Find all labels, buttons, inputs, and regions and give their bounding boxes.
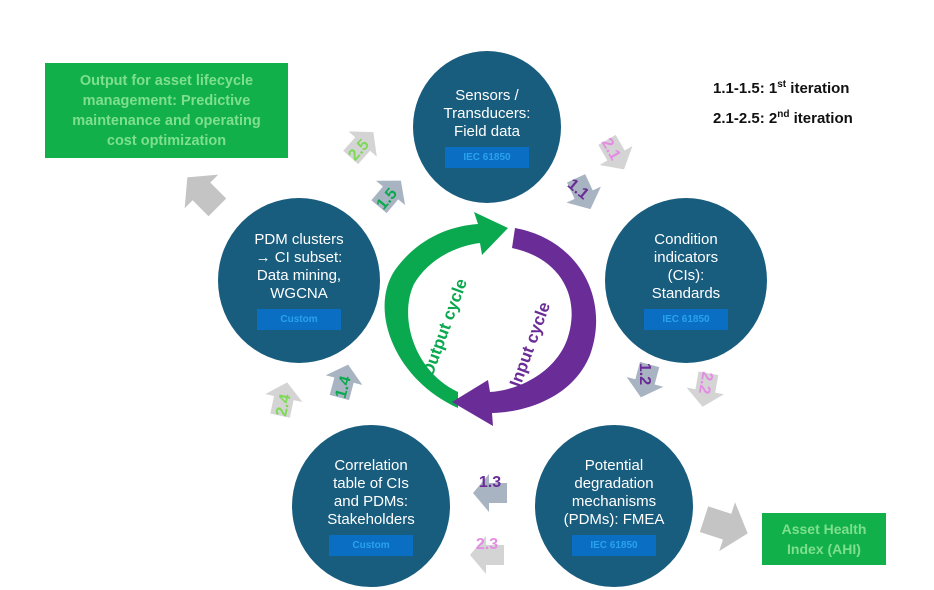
step-arrow-2-4: 2.4 [261, 378, 306, 420]
step-arrow-2-1: 2.1 [590, 130, 641, 179]
node-correlation-table-standard-tag: Custom [329, 534, 413, 556]
node-correlation-table: Correlation table of CIs and PDMs: Stake… [292, 425, 450, 587]
svg-text:1.2: 1.2 [636, 363, 653, 385]
output-cycle-arrow [384, 212, 508, 408]
step-arrow-1-4: 1.4 [321, 359, 367, 403]
lifecycle-output-box: Output for asset lifecycle management: P… [45, 63, 288, 158]
step-arrow-1-5: 1.5 [364, 168, 416, 219]
node-condition-indicators-standard-tag: IEC 61850 [644, 309, 728, 330]
svg-text:1.3: 1.3 [479, 474, 501, 491]
step-arrow-2-5: 2.5 [336, 119, 388, 171]
node-sensors-label: Sensors / Transducers: Field data [443, 86, 531, 140]
svg-text:2.3: 2.3 [476, 536, 498, 553]
arrow-to-lifecycle-output [170, 160, 235, 225]
svg-text:2.4: 2.4 [273, 393, 294, 418]
node-degradation-mechanisms: Potential degradation mechanisms (PDMs):… [535, 425, 693, 587]
node-sensors-standard-tag: IEC 61850 [445, 146, 529, 168]
node-condition-indicators: Condition indicators (CIs): Standards IE… [605, 198, 767, 363]
legend-iteration-1: 1.1-1.5: 1st iteration [713, 79, 850, 97]
step-arrow-1-2: 1.2 [622, 359, 668, 403]
output-cycle-label: Output cycle [418, 276, 471, 379]
svg-text:2.2: 2.2 [695, 370, 716, 395]
node-pdm-clusters-standard-tag: Custom [257, 309, 341, 330]
step-arrow-1-1: 1.1 [558, 170, 608, 218]
step-arrow-2-3: 2.3 [470, 536, 504, 574]
node-pdm-clusters-label: PDM clusters → CI subset: Data mining, W… [254, 231, 344, 302]
legend-iteration-2: 2.1-2.5: 2nd iteration [713, 109, 853, 127]
svg-text:1.4: 1.4 [333, 374, 355, 400]
node-condition-indicators-label: Condition indicators (CIs): Standards [651, 231, 721, 302]
iteration-legend: 1.1-1.5: 1st iteration 2.1-2.5: 2nd iter… [713, 72, 853, 132]
arrow-to-ahi-output [696, 494, 756, 558]
step-arrow-2-2: 2.2 [683, 369, 728, 410]
ahi-output-box: Asset Health Index (AHI) [762, 513, 886, 565]
node-degradation-mechanisms-standard-tag: IEC 61850 [572, 534, 656, 556]
node-sensors: Sensors / Transducers: Field data IEC 61… [413, 51, 561, 203]
node-correlation-table-label: Correlation table of CIs and PDMs: Stake… [327, 456, 415, 528]
input-cycle-arrow [452, 228, 597, 426]
step-arrow-1-3: 1.3 [473, 474, 507, 512]
node-degradation-mechanisms-label: Potential degradation mechanisms (PDMs):… [563, 456, 665, 528]
node-pdm-clusters: PDM clusters → CI subset: Data mining, W… [218, 198, 380, 363]
